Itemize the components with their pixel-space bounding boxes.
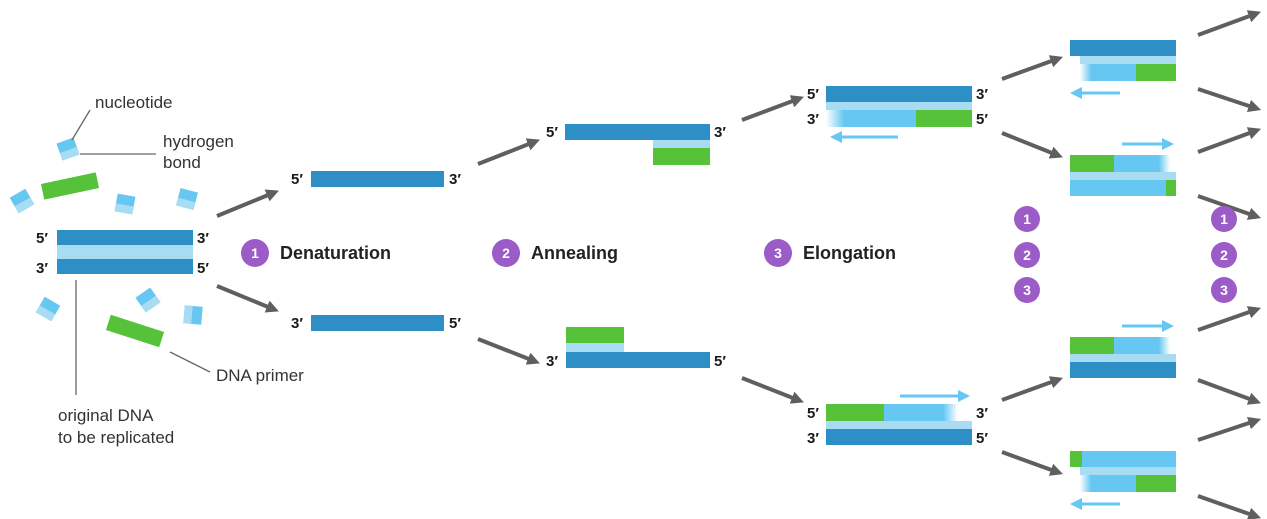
cycle-badge-number: 2 <box>1023 247 1031 263</box>
end-label: 5′ <box>807 86 819 103</box>
product-4 <box>1070 451 1176 510</box>
cycle-badge-number: 1 <box>1023 211 1031 227</box>
end-label: 5′ <box>197 260 209 277</box>
end-label: 3′ <box>449 171 461 188</box>
step-denaturation: 1 Denaturation <box>241 239 391 267</box>
annealed-bottom <box>566 327 710 368</box>
step-badge <box>492 239 520 267</box>
cycle-badge-number: 3 <box>1023 282 1031 298</box>
end-label: 5′ <box>36 230 48 247</box>
step-number: 2 <box>502 245 510 261</box>
primer-piece <box>105 314 165 348</box>
end-label: 3′ <box>546 353 558 370</box>
nucleotide-pieces <box>9 137 203 325</box>
end-label: 3′ <box>714 124 726 141</box>
end-label: 3′ <box>976 405 988 422</box>
nucleotide-label: nucleotide <box>95 93 173 112</box>
hydrogen-bond-label: bond <box>163 153 201 172</box>
original-dna-label: original DNA <box>58 406 154 425</box>
end-label: 5′ <box>546 124 558 141</box>
end-label: 3′ <box>36 260 48 277</box>
cycle-badge-number: 2 <box>1220 247 1228 263</box>
end-label: 5′ <box>976 430 988 447</box>
end-label: 3′ <box>291 315 303 332</box>
original-dna-label: to be replicated <box>58 428 174 447</box>
cycle-badges-column-1: 1 2 3 <box>1014 206 1040 303</box>
end-label: 3′ <box>976 86 988 103</box>
elongated-bottom <box>826 390 972 445</box>
product-2 <box>1070 138 1176 196</box>
product-3 <box>1070 320 1176 378</box>
cycle-badge-number: 1 <box>1220 211 1228 227</box>
step-label: Elongation <box>803 243 896 263</box>
cycle-badge-number: 3 <box>1220 282 1228 298</box>
end-label: 5′ <box>714 353 726 370</box>
step-elongation: 3 Elongation <box>764 239 896 267</box>
flow-arrows <box>216 10 1262 519</box>
product-1 <box>1070 40 1176 99</box>
step-badge <box>764 239 792 267</box>
end-label: 3′ <box>807 111 819 128</box>
step-number: 1 <box>251 245 259 261</box>
step-label: Denaturation <box>280 243 391 263</box>
annealed-top <box>565 124 710 165</box>
dna-primer-label: DNA primer <box>216 366 304 385</box>
cycle-badges-column-2: 1 2 3 <box>1211 206 1237 303</box>
step-badge <box>241 239 269 267</box>
step-annealing: 2 Annealing <box>492 239 618 267</box>
end-label: 5′ <box>976 111 988 128</box>
end-label: 3′ <box>807 430 819 447</box>
end-label: 5′ <box>807 405 819 422</box>
hydrogen-bond-label: hydrogen <box>163 132 234 151</box>
original-dna <box>57 230 193 274</box>
step-number: 3 <box>774 245 782 261</box>
end-label: 5′ <box>291 171 303 188</box>
end-label: 5′ <box>449 315 461 332</box>
leader-lines <box>71 109 211 395</box>
elongated-top <box>826 86 972 143</box>
single-strand-bottom <box>311 315 444 331</box>
single-strand-top <box>311 171 444 187</box>
end-label: 3′ <box>197 230 209 247</box>
primer-piece <box>40 172 100 200</box>
step-label: Annealing <box>531 243 618 263</box>
